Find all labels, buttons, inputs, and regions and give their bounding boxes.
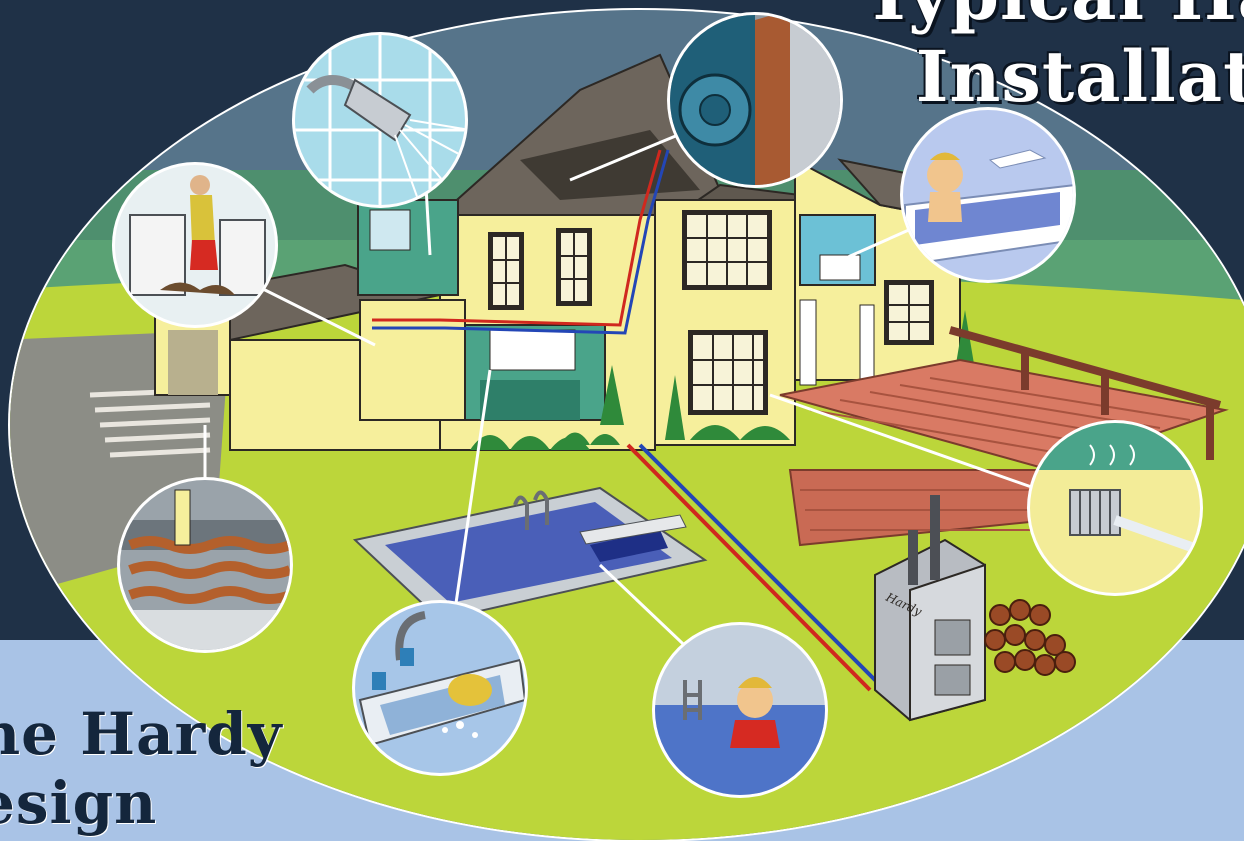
brand-heading-line-1: he Hardy — [0, 703, 282, 765]
laundry-icon — [112, 162, 278, 328]
title-line-2: Installati — [916, 42, 1244, 112]
title-line-1: Typical Ha — [863, 0, 1244, 30]
brand-heading-line-2: esign — [0, 772, 157, 834]
